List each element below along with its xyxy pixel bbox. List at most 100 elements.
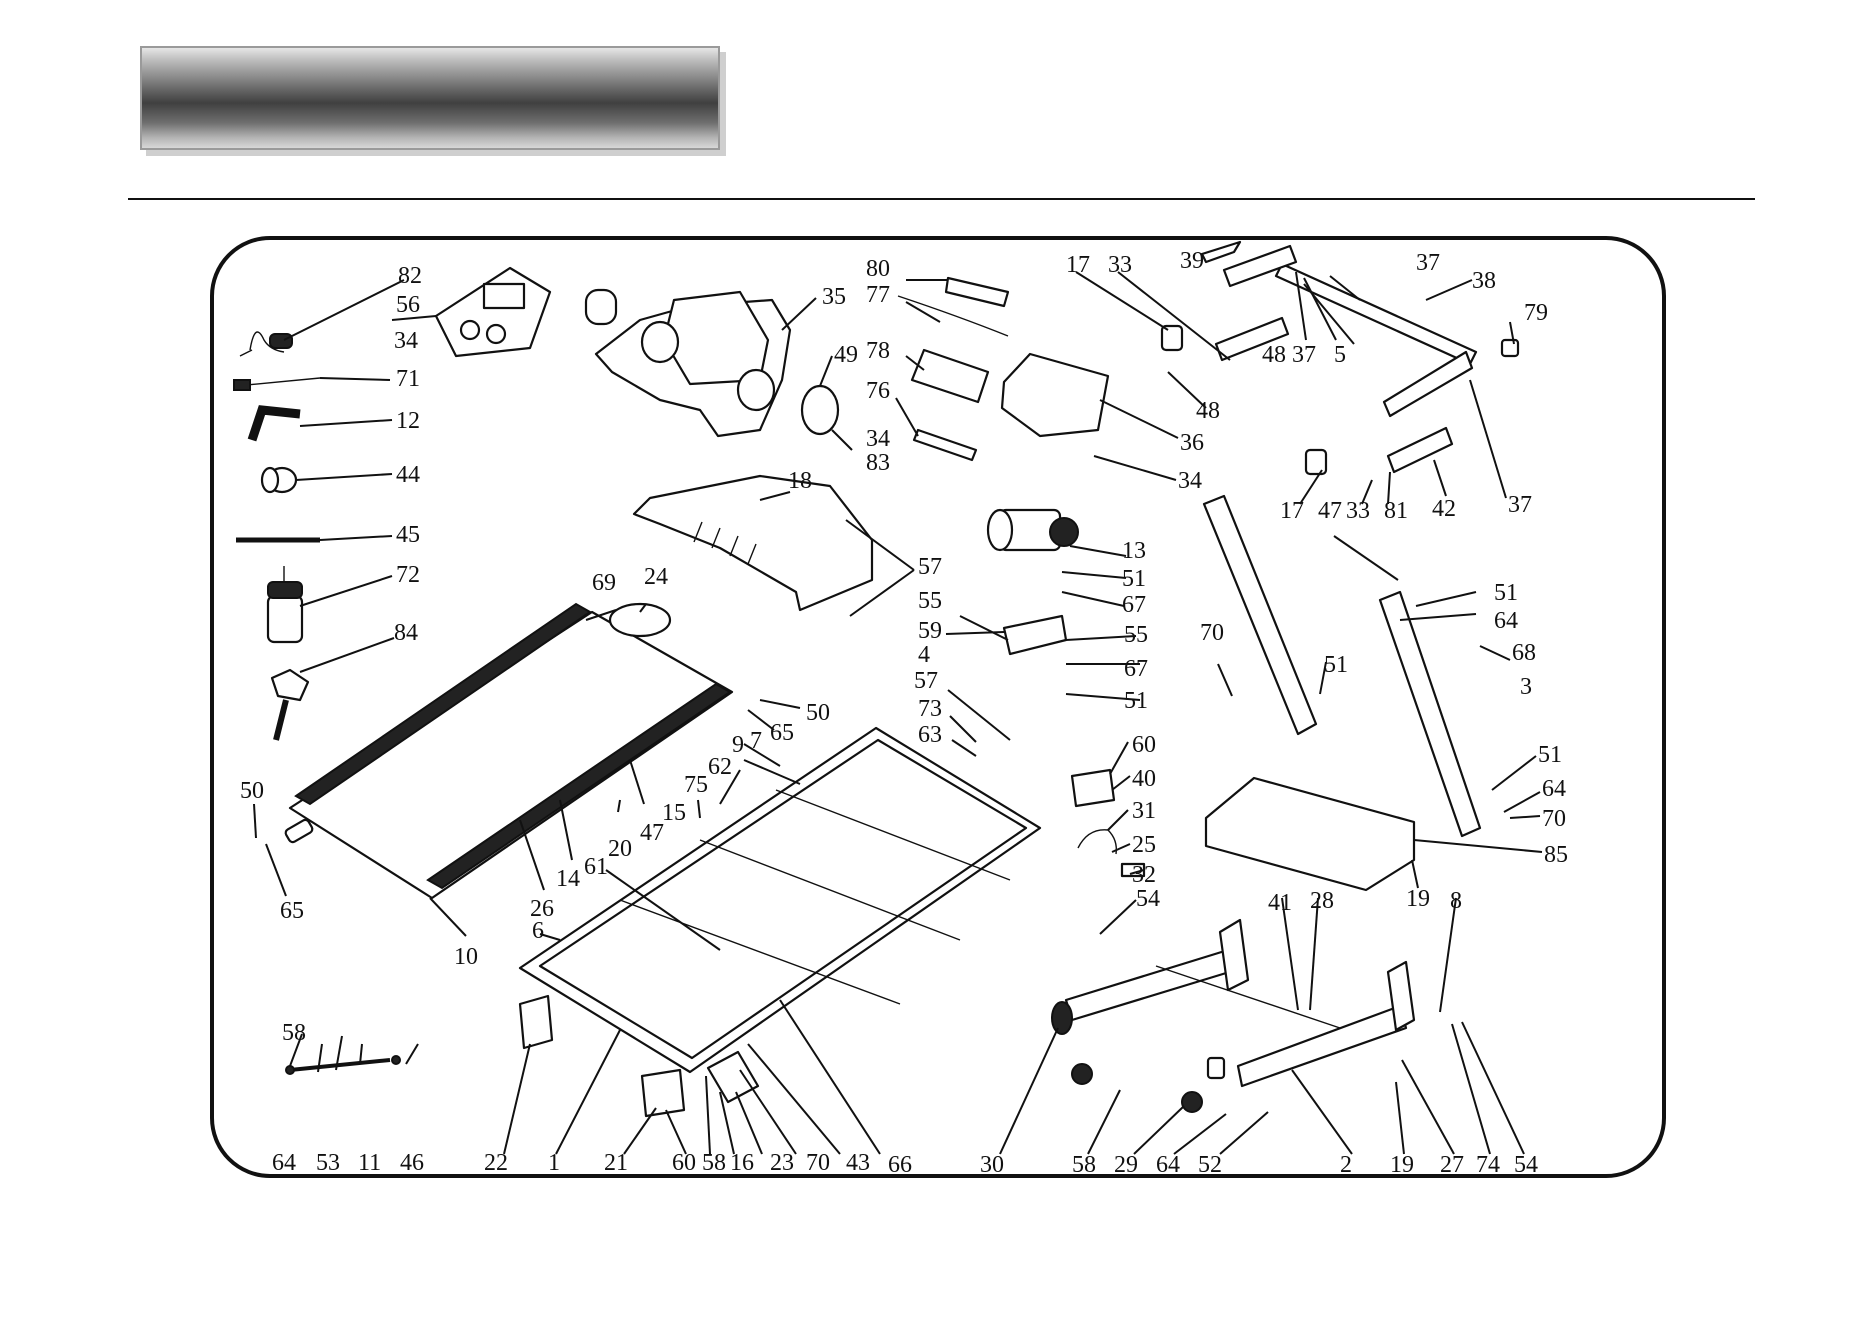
label-58-c: 58 [1072, 1152, 1096, 1178]
label-44: 44 [396, 462, 420, 488]
diagram-frame [210, 236, 1666, 1178]
label-53: 53 [316, 1150, 340, 1176]
label-60-b: 60 [672, 1150, 696, 1176]
label-37-b: 37 [1416, 250, 1440, 276]
label-69: 69 [592, 570, 616, 596]
motor-mount-4-icon [1002, 614, 1068, 656]
clip-base-icon [1206, 1056, 1226, 1080]
label-15: 15 [662, 800, 686, 826]
base-left-post-icon [1218, 918, 1250, 992]
label-29: 29 [1114, 1152, 1138, 1178]
label-57: 57 [918, 554, 942, 580]
cup-holder-icon [584, 288, 618, 326]
plate-40-icon [1070, 768, 1116, 808]
sensor-17-top-icon [1160, 324, 1184, 352]
label-80: 80 [866, 256, 890, 282]
knob-44-face-icon [260, 466, 280, 494]
label-20: 20 [608, 836, 632, 862]
label-26: 26 [530, 896, 554, 922]
label-42: 42 [1432, 496, 1456, 522]
label-65-b: 65 [770, 720, 794, 746]
base-right-arm-icon [1236, 1004, 1408, 1088]
connector-71-icon [233, 379, 251, 391]
grip-33-left-icon [1214, 316, 1290, 362]
label-17: 17 [1066, 252, 1090, 278]
label-9: 9 [732, 732, 744, 758]
label-4: 4 [918, 642, 930, 668]
label-5: 5 [1334, 342, 1346, 368]
leader-lines [253, 271, 1543, 1155]
label-79: 79 [1524, 300, 1548, 326]
console-display-icon [482, 282, 526, 310]
console-button-right-icon [485, 323, 507, 345]
upright-left-icon [1202, 494, 1318, 736]
wire-31-icon [1077, 829, 1118, 855]
label-27: 27 [1440, 1152, 1464, 1178]
label-66: 66 [888, 1152, 912, 1178]
wheel-29-icon [1181, 1091, 1203, 1113]
foot-22-icon [518, 994, 554, 1050]
label-18: 18 [788, 468, 812, 494]
label-49: 49 [834, 342, 858, 368]
wrench-84-icon [270, 668, 310, 702]
label-34-b: 34 [866, 426, 890, 452]
label-32: 32 [1132, 862, 1156, 888]
section-title-banner [140, 46, 720, 150]
label-47-b: 47 [1318, 498, 1342, 524]
motor-pulley-icon [1049, 517, 1079, 547]
pad-78-icon [910, 348, 990, 404]
base-frame-2 [1051, 918, 1416, 1113]
label-51: 51 [1122, 566, 1146, 592]
label-40: 40 [1132, 766, 1156, 792]
hex-key-12-icon [247, 405, 301, 442]
sensor-17-bottom-icon [1304, 448, 1328, 476]
label-22: 22 [484, 1150, 508, 1176]
label-59: 59 [918, 618, 942, 644]
label-34: 34 [394, 328, 418, 354]
console-button-left-icon [459, 319, 481, 341]
motor-13 [986, 508, 1079, 656]
frame-inner-icon [538, 738, 1028, 1060]
label-3: 3 [1520, 674, 1532, 700]
label-34-c: 34 [1178, 468, 1202, 494]
cap-49-icon [800, 384, 840, 436]
label-13: 13 [1122, 538, 1146, 564]
label-85: 85 [1544, 842, 1568, 868]
label-75: 75 [684, 772, 708, 798]
label-54-b: 54 [1514, 1152, 1538, 1178]
label-28: 28 [1310, 888, 1334, 914]
label-84: 84 [394, 620, 418, 646]
bracket-76-icon [912, 428, 978, 462]
label-83: 83 [866, 450, 890, 476]
label-39: 39 [1180, 248, 1204, 274]
label-68: 68 [1512, 640, 1536, 666]
label-65: 65 [280, 898, 304, 924]
label-41: 41 [1268, 890, 1292, 916]
label-24: 24 [644, 564, 668, 590]
label-78: 78 [866, 338, 890, 364]
label-19-b: 19 [1390, 1152, 1414, 1178]
label-25: 25 [1132, 832, 1156, 858]
label-60: 60 [1132, 732, 1156, 758]
main-frame-1 [518, 726, 1042, 1118]
label-33-b: 33 [1346, 498, 1370, 524]
console-56 [434, 266, 552, 358]
label-35: 35 [822, 284, 846, 310]
label-56: 56 [396, 292, 420, 318]
label-58-b: 58 [702, 1150, 726, 1176]
console-frame-35 [584, 288, 792, 438]
label-51-c: 51 [1324, 652, 1348, 678]
label-50-b: 50 [806, 700, 830, 726]
accessory-parts [233, 331, 321, 741]
upright-right-3-icon [1378, 590, 1482, 838]
label-38: 38 [1472, 268, 1496, 294]
header-rule [128, 198, 1755, 200]
label-54: 54 [1136, 886, 1160, 912]
label-67-b: 67 [1124, 656, 1148, 682]
label-30: 30 [980, 1152, 1004, 1178]
label-6: 6 [532, 918, 544, 944]
plug-82-icon [269, 333, 293, 349]
label-55-b: 55 [1124, 622, 1148, 648]
label-11: 11 [358, 1150, 381, 1176]
